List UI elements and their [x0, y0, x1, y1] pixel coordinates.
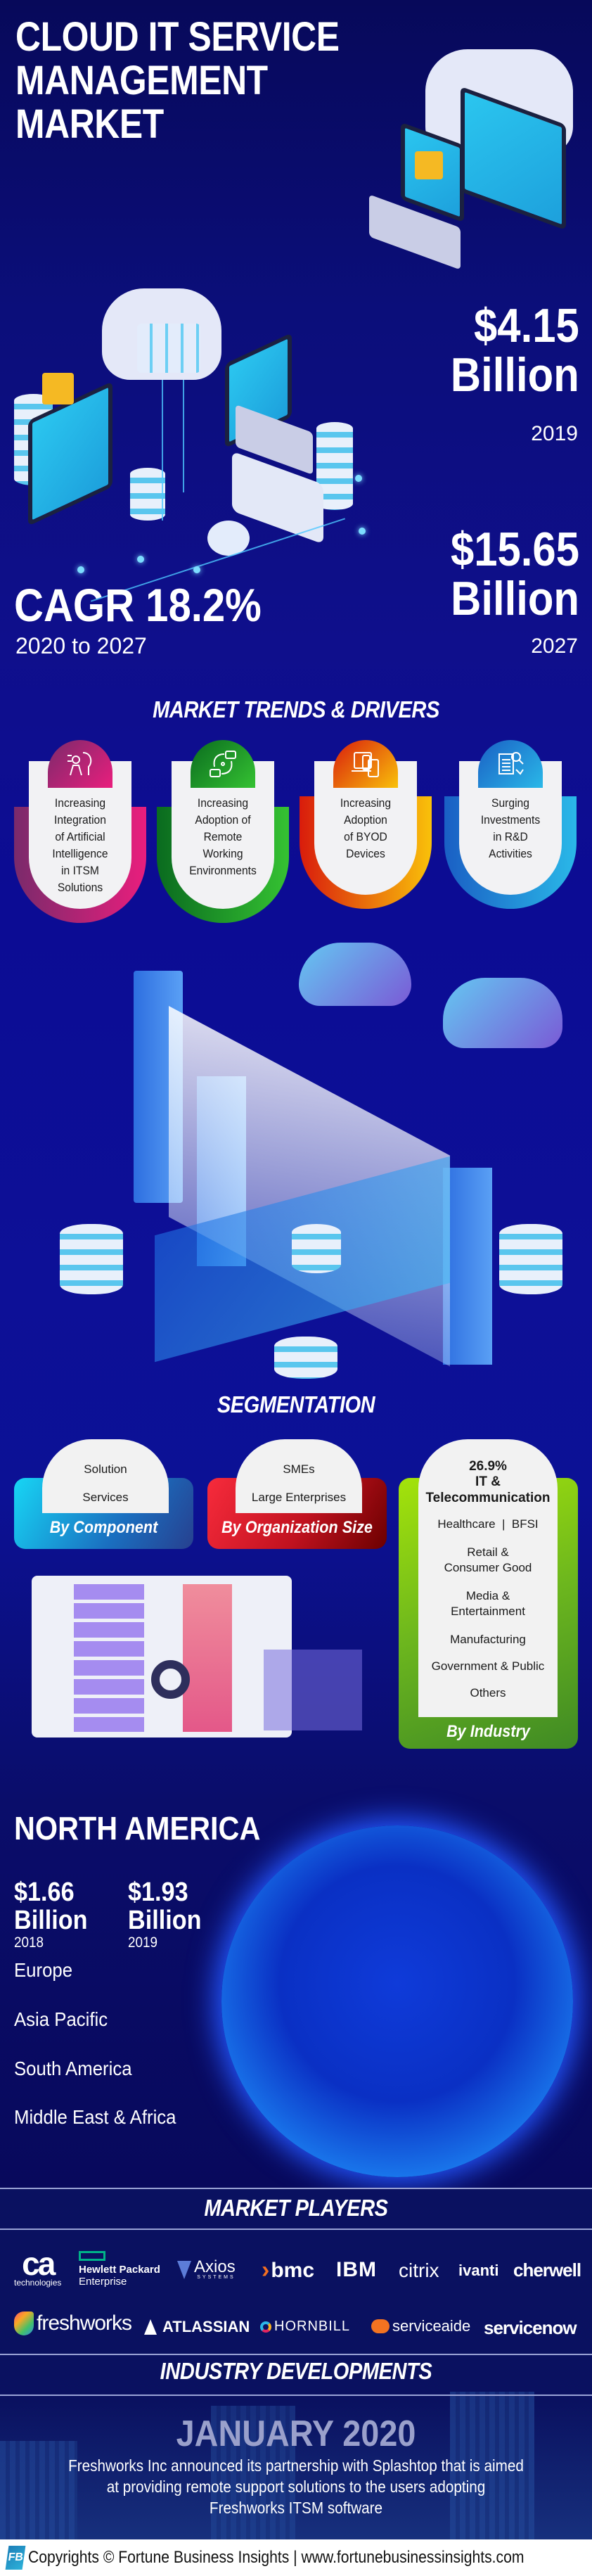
- segment-by-industry: 26.9% IT & Telecommunication Healthcare …: [399, 1439, 578, 1749]
- hpe-rectangle-icon: [79, 2251, 105, 2261]
- logo-atlassian: ATLASSIAN: [144, 2318, 250, 2336]
- building-icon: [211, 2406, 295, 2539]
- logo-ca-technologies: ca technologies: [14, 2245, 62, 2288]
- database-icon: [130, 468, 165, 521]
- rack-panels: [74, 1584, 144, 1732]
- circuit-line: [162, 380, 163, 521]
- database-icon: [292, 1224, 341, 1273]
- trend-card-remote-work: Increasing Adoption of Remote Working En…: [157, 740, 289, 944]
- node-dot: [359, 528, 366, 535]
- data-center-illustration: [49, 929, 577, 1379]
- players-band: [0, 2188, 592, 2378]
- logo-freshworks: freshworks: [14, 2312, 132, 2335]
- na-value-2019: $1.93 Billion 2019: [128, 1877, 202, 1951]
- axios-mark-icon: [177, 2260, 191, 2279]
- server-rack-illustration: [32, 1576, 369, 1766]
- divider: [0, 2229, 592, 2230]
- segment-label-component: By Component: [49, 1518, 158, 1537]
- database-icon: [60, 1224, 123, 1294]
- cagr-period: 2020 to 2027: [15, 633, 147, 658]
- cloud-icon: [299, 943, 411, 1006]
- region-middle-east-africa: Middle East & Africa: [14, 2106, 176, 2128]
- freshworks-mark-icon: [14, 2312, 34, 2335]
- logo-servicenow: servicenow: [484, 2317, 577, 2338]
- database-icon: [499, 1224, 562, 1294]
- server-tower-icon: [443, 1168, 492, 1365]
- folder-icon: [42, 373, 74, 404]
- research-icon: [478, 740, 543, 788]
- database-icon: [274, 1337, 337, 1379]
- trends-heading: MARKET TRENDS & DRIVERS: [153, 696, 439, 722]
- folder-icon: [415, 151, 443, 179]
- region-europe: Europe: [14, 1959, 73, 1981]
- serviceaide-mark-icon: [371, 2319, 390, 2333]
- globe-illustration: [221, 1825, 573, 2177]
- logo-serviceaide: serviceaide: [371, 2317, 470, 2335]
- node-dot: [77, 566, 84, 573]
- footer: FB Copyrights © Fortune Business Insight…: [0, 2539, 592, 2576]
- hornbill-mark-icon: [260, 2321, 271, 2333]
- logo-citrix: citrix: [399, 2259, 439, 2281]
- logo-cherwell: cherwell: [513, 2259, 581, 2281]
- gear-icon: [151, 1660, 190, 1699]
- node-dot: [137, 556, 144, 563]
- segment-label-organization: By Organization Size: [221, 1518, 373, 1537]
- na-value-2018: $1.66 Billion 2018: [14, 1877, 88, 1951]
- segmentation-heading: SEGMENTATION: [217, 1391, 375, 1417]
- market-year-2019: 2019: [531, 422, 578, 445]
- region-north-america: NORTH AMERICA: [14, 1810, 261, 1847]
- region-asia-pacific: Asia Pacific: [14, 2008, 108, 2030]
- devices-icon: [333, 740, 398, 788]
- logo-axios-systems: Axios SYSTEMS: [177, 2259, 236, 2280]
- segment-label-industry: By Industry: [446, 1722, 530, 1741]
- server-racks-icon: [137, 324, 200, 373]
- ai-head-icon: [48, 740, 112, 788]
- fortune-business-insights-logo-icon: FB: [5, 2546, 26, 2570]
- logo-hewlett-packard-enterprise: Hewlett Packard Enterprise: [79, 2251, 160, 2288]
- server-rack-icon: [32, 1576, 292, 1737]
- atlassian-mark-icon: [144, 2319, 157, 2335]
- trend-card-rnd: Surging Investments in R&D Activities: [444, 740, 577, 944]
- divider: [0, 2395, 592, 2396]
- chart-panel: [264, 1650, 362, 1730]
- logo-ivanti: ivanti: [458, 2262, 499, 2279]
- building-icon: [450, 2392, 534, 2539]
- logo-ibm: IBM: [336, 2258, 377, 2281]
- divider: [0, 2354, 592, 2355]
- building-icon: [0, 2441, 77, 2539]
- segment-by-organization-size: SMEs Large Enterprises By Organization S…: [207, 1439, 387, 1549]
- market-year-2027: 2027: [531, 635, 578, 658]
- players-heading: MARKET PLAYERS: [204, 2195, 388, 2221]
- trend-card-ai: Increasing Integration of Artificial Int…: [14, 740, 146, 944]
- trend-card-byod: Increasing Adoption of BYOD Devices: [300, 740, 432, 944]
- node-dot: [193, 566, 200, 573]
- page-title: CLOUD IT SERVICE MANAGEMENT MARKET: [15, 14, 340, 147]
- circuit-line: [183, 380, 184, 492]
- segment-by-component: Solution Services By Component: [14, 1439, 193, 1549]
- logo-hornbill: HORNBILL: [260, 2319, 350, 2335]
- market-value-2019: $4.15 Billion: [451, 299, 579, 402]
- remote-work-icon: [191, 740, 255, 788]
- divider: [0, 2188, 592, 2189]
- rack-panels: [183, 1584, 232, 1732]
- logo-bmc: › bmc: [262, 2257, 315, 2283]
- developments-heading: INDUSTRY DEVELOPMENTS: [160, 2358, 432, 2384]
- development-description: Freshworks Inc announced its partnership…: [68, 2456, 524, 2517]
- development-date: JANUARY 2020: [176, 2414, 416, 2454]
- market-value-2027: $15.65 Billion: [450, 523, 579, 625]
- copyright-text: Copyrights © Fortune Business Insights |…: [28, 2548, 525, 2567]
- region-south-america: South America: [14, 2058, 132, 2079]
- hero-illustration-top: [341, 28, 580, 270]
- cagr-value: CAGR 18.2%: [14, 579, 262, 631]
- hero-illustration-network: [0, 281, 394, 602]
- node-dot: [355, 475, 362, 482]
- cloud-icon: [443, 978, 562, 1048]
- disk-icon: [207, 521, 250, 556]
- bmc-mark-icon: ›: [262, 2257, 270, 2283]
